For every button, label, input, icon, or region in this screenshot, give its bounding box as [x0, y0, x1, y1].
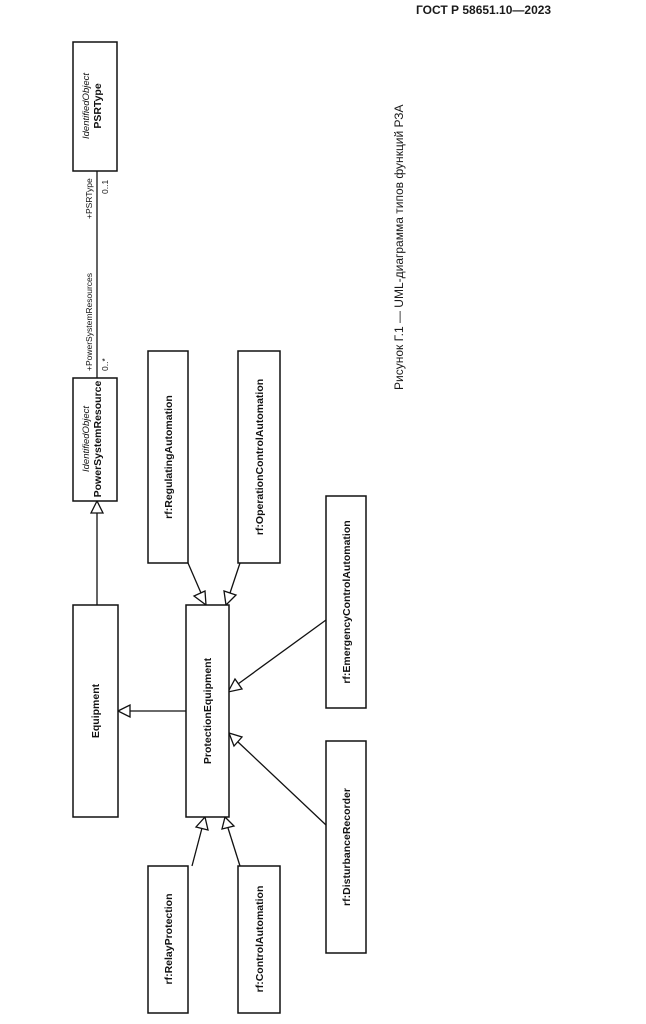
class-name-relay-protection: rf:RelayProtection: [163, 893, 175, 984]
assoc-mult-psrtype: 0..1: [100, 180, 110, 194]
assoc-mult-power-system-resources: 0..*: [100, 358, 110, 371]
generalization-arrowhead-psr: [89, 499, 105, 514]
class-name-psrtype: PSRType: [92, 83, 104, 128]
generalization-arrowhead-equipment: [116, 703, 131, 719]
generalization-arrowhead-relay-protection: [194, 815, 209, 831]
class-name-equipment: Equipment: [90, 683, 102, 738]
class-disturbance-recorder: rf:DisturbanceRecorder: [325, 740, 367, 954]
generalization-arrowhead-disturbance-recorder: [227, 731, 244, 748]
class-relay-protection: rf:RelayProtection: [147, 865, 189, 1014]
generalization-control-automation: [227, 827, 241, 867]
class-protection-equipment: ProtectionEquipment: [185, 604, 230, 818]
generalization-arrowhead-emergency-control: [226, 677, 244, 693]
generalization-regulating: [187, 562, 202, 594]
class-psrtype: IdentifiedObject PSRType: [72, 41, 118, 172]
class-equipment: Equipment: [72, 604, 119, 818]
class-emergency-control-automation: rf:EmergencyControlAutomation: [325, 495, 367, 709]
class-operation-control-automation: rf:OperationControlAutomation: [237, 350, 281, 564]
class-name-emergency-control-automation: rf:EmergencyControlAutomation: [341, 520, 353, 683]
generalization-emergency-control: [237, 619, 327, 685]
generalization-arrowhead-operation-control: [223, 590, 238, 607]
class-name-power-system-resource: PowerSystemResource: [92, 380, 104, 497]
class-control-automation: rf:ControlAutomation: [237, 865, 281, 1014]
class-name-control-automation: rf:ControlAutomation: [254, 886, 266, 993]
class-name-protection-equipment: ProtectionEquipment: [202, 657, 214, 764]
generalization-disturbance-recorder: [237, 741, 327, 826]
generalization-arrowhead-regulating: [192, 590, 207, 607]
assoc-role-psrtype: +PSRType: [84, 178, 94, 219]
class-name-disturbance-recorder: rf:DisturbanceRecorder: [341, 788, 353, 906]
document-standard-number: ГОСТ Р 58651.10—2023: [416, 3, 552, 17]
generalization-relay-protection: [191, 827, 203, 867]
class-name-operation-control-automation: rf:OperationControlAutomation: [254, 379, 266, 535]
figure-caption: Рисунок Г.1 — UML-диаграмма типов функци…: [392, 104, 406, 390]
class-power-system-resource: IdentifiedObject PowerSystemResource: [72, 377, 118, 502]
class-regulating-automation: rf:RegulatingAutomation: [147, 350, 189, 564]
generalization-operation-control: [229, 562, 241, 594]
class-name-regulating-automation: rf:RegulatingAutomation: [163, 395, 175, 519]
assoc-role-power-system-resources: +PowerSystemResources: [84, 273, 94, 371]
stereotype-power-system-resource: IdentifiedObject: [81, 406, 92, 472]
stereotype-psrtype: IdentifiedObject: [81, 73, 92, 139]
generalization-arrowhead-control-automation: [221, 815, 236, 830]
